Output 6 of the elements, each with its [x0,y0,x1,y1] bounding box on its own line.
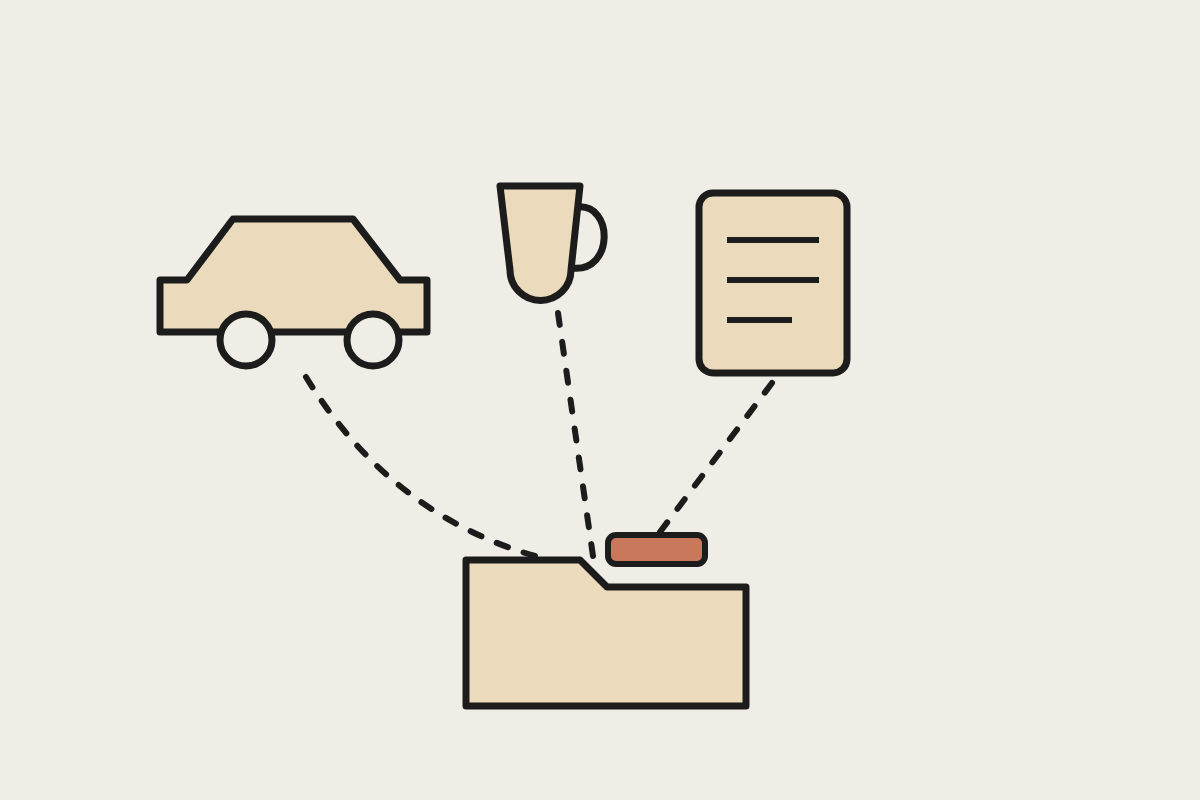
car-drawing [156,214,431,371]
folder-drawing [462,556,750,710]
document-drawing [695,189,851,377]
dashed-connector [657,380,775,535]
dashed-connector [303,374,538,559]
tag-block [605,532,708,567]
